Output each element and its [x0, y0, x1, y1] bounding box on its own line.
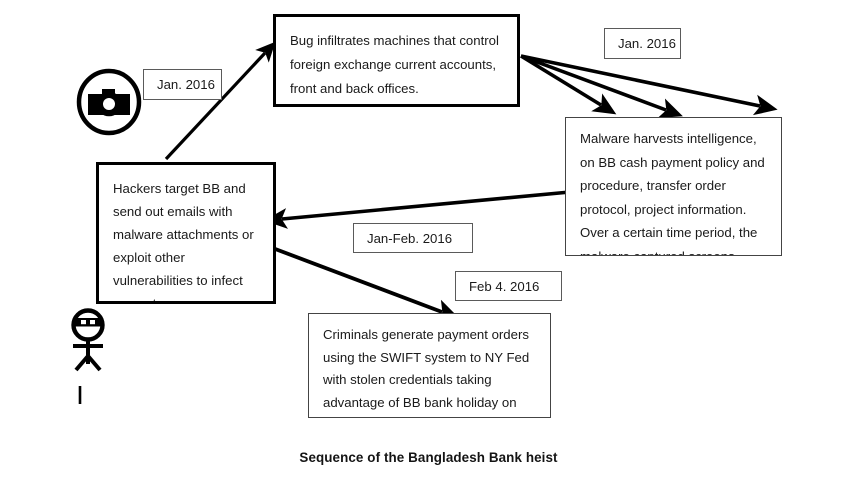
malware-line-3: procedure, transfer order	[580, 178, 726, 193]
malware-line-1: Malware harvests intelligence,	[580, 131, 757, 146]
date-topright-text: Jan. 2016	[618, 36, 676, 51]
date-left-text: Jan. 2016	[157, 77, 215, 92]
malware-line-5: Over a certain time period, the	[580, 225, 758, 240]
malware-line-2: on BB cash payment policy and	[580, 154, 765, 170]
arrow-bug-to-malware-3	[520, 54, 778, 116]
arrow-malware-to-hackers	[264, 190, 571, 229]
arrow-bug-to-malware-1	[520, 54, 617, 115]
hackers-line-5: vulnerabilities to infect	[113, 273, 243, 289]
criminals-line-4: advantage of BB bank holiday on	[323, 395, 517, 411]
date-label-jan-feb-2016: Jan-Feb. 2016	[353, 223, 473, 253]
hackers-target-box: Hackers target BB and send out emails wi…	[96, 162, 276, 304]
diagram-caption: Sequence of the Bangladesh Bank heist	[299, 450, 558, 465]
malware-line-4: protocol, project information.	[580, 201, 747, 217]
criminals-line-2: using the SWIFT system to NY Fed	[323, 349, 530, 365]
criminals-payment-orders-box: Criminals generate payment orders using …	[308, 313, 551, 418]
camera-icon	[76, 68, 142, 136]
hackers-line-2: send out emails with	[113, 204, 233, 220]
bug-infiltrates-box: Bug infiltrates machines that control fo…	[273, 14, 520, 107]
date-feb4-text: Feb 4. 2016	[469, 278, 540, 294]
date-label-feb-4-2016: Feb 4. 2016	[455, 271, 562, 301]
arrow-hackers-to-criminals	[261, 242, 460, 321]
hackers-line-4: exploit other	[113, 250, 185, 266]
bug-line-2: foreign exchange current accounts,	[290, 57, 496, 73]
bug-line-1: Bug infiltrates machines that control	[290, 33, 499, 48]
malware-line-6: malware captured screens	[580, 248, 735, 256]
criminals-line-5: Feb. 4-5.	[323, 415, 536, 417]
malware-harvests-box: Malware harvests intelligence, on BB cas…	[565, 117, 782, 256]
hackers-line-1: Hackers target BB and	[113, 181, 246, 196]
hackers-line-6: computers	[113, 296, 175, 304]
bug-line-3: front and back offices.	[290, 81, 419, 97]
criminals-line-3: with stolen credentials taking	[323, 372, 492, 388]
date-label-jan-2016-left: Jan. 2016	[143, 69, 222, 100]
date-label-jan-2016-right: Jan. 2016	[604, 28, 681, 59]
hacker-stick-figure-icon	[71, 308, 105, 404]
date-janfeb-text: Jan-Feb. 2016	[367, 230, 453, 246]
arrow-bug-to-malware-2	[520, 54, 683, 119]
hackers-line-3: malware attachments or	[113, 227, 254, 243]
criminals-line-1: Criminals generate payment orders	[323, 327, 529, 342]
